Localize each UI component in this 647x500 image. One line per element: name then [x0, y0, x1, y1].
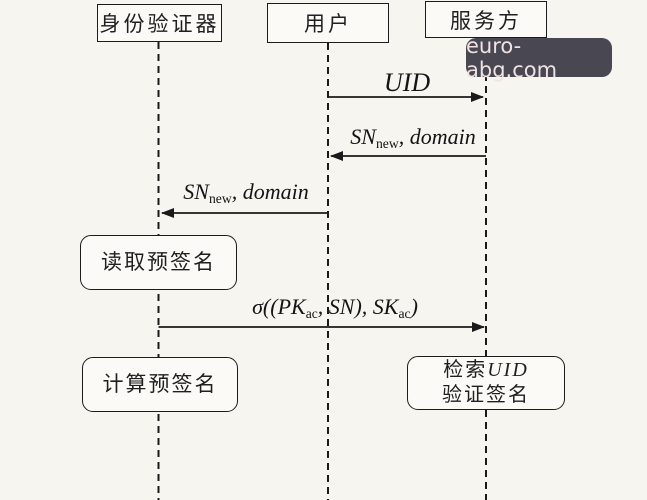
- actor-label-user: 用户: [304, 12, 352, 36]
- action-label-line2: 验证签名: [442, 384, 530, 406]
- action-box-retrieve-uid-verify: 检索UID 验证签名: [407, 356, 565, 410]
- message-subscript: new: [375, 135, 399, 151]
- message-label-snnew-domain-2: SNnew, domain: [176, 179, 316, 205]
- message-text: SN: [183, 179, 209, 204]
- actor-box-service: 服务方: [425, 1, 547, 38]
- action-label-line1: 检索UID: [443, 358, 529, 383]
- action-label-italic: UID: [487, 359, 529, 381]
- message-label-uid: UID: [327, 68, 487, 98]
- actor-box-authenticator: 身份验证器: [97, 4, 222, 42]
- watermark-text: euro-abg.com: [466, 33, 558, 82]
- message-label-sigma: σ((PKac, SN), SKac): [245, 294, 425, 320]
- action-label: 检索: [443, 359, 488, 381]
- action-label: 读取预签名: [101, 250, 216, 274]
- message-subscript: new: [208, 190, 232, 206]
- message-text: UID: [383, 68, 431, 97]
- message-text: σ((PK: [252, 294, 306, 319]
- message-text: , domain: [231, 179, 309, 204]
- message-text: SN: [350, 124, 376, 149]
- message-text: , domain: [398, 124, 476, 149]
- message-text: ): [410, 294, 418, 319]
- action-box-compute-presignature: 计算预签名: [82, 357, 238, 412]
- action-box-read-presignature: 读取预签名: [80, 235, 237, 290]
- message-label-snnew-domain-1: SNnew, domain: [343, 124, 483, 150]
- actor-box-user: 用户: [267, 3, 389, 43]
- action-label: 计算预签名: [102, 372, 218, 396]
- message-subscript: ac: [398, 305, 411, 321]
- message-subscript: ac: [305, 305, 318, 321]
- actor-label-service: 服务方: [450, 8, 522, 33]
- watermark-badge: euro-abg.com: [466, 34, 612, 82]
- actor-label-authenticator: 身份验证器: [99, 12, 220, 36]
- message-text: , SN), SK: [317, 294, 399, 319]
